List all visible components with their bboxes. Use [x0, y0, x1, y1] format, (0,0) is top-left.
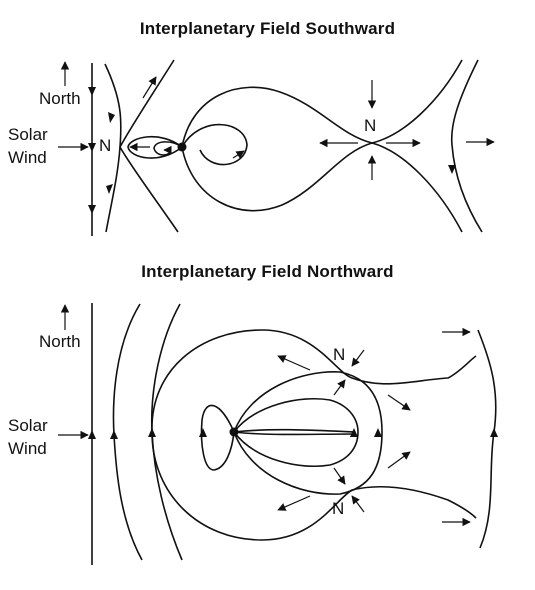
- outer-lower-2: [151, 431, 477, 541]
- neutral-point-upper-2: N: [333, 345, 345, 364]
- equator-upper-2: [233, 428, 355, 433]
- neutral-point-lower-2: N: [332, 499, 344, 518]
- southward-title: Interplanetary Field Southward: [139, 19, 396, 38]
- lobe-small-1: [181, 123, 248, 166]
- dayside-loop-2: [200, 404, 235, 471]
- earth-2: [229, 427, 239, 437]
- lobe-large-1: [181, 86, 376, 212]
- wind-label-2: Wind: [8, 439, 47, 458]
- draped-line-2: [112, 303, 143, 561]
- north-label-2: North: [39, 332, 81, 351]
- tail-far-2: [477, 329, 497, 549]
- tail-lower-1: [371, 142, 463, 233]
- outer-upper-2: [151, 329, 477, 433]
- tail-upper-1: [371, 59, 463, 144]
- northward-title: Interplanetary Field Northward: [141, 262, 394, 281]
- northward-panel: North Solar Wind N N: [8, 303, 498, 565]
- wind-label-1: Wind: [8, 148, 47, 167]
- southward-panel: North Solar Wind N N: [8, 59, 495, 236]
- open-line-left-2: [150, 303, 183, 561]
- mid-loop-2: [233, 371, 383, 495]
- tail-far-1: [450, 59, 483, 233]
- neutral-point-left-1: N: [99, 136, 111, 155]
- closed-loop-inner-1: [127, 135, 183, 159]
- field-line-open-right-1: [119, 59, 179, 233]
- inner-loop-2: [233, 397, 359, 468]
- solar-label-1: Solar: [8, 125, 48, 144]
- north-label-1: North: [39, 89, 81, 108]
- solar-label-2: Solar: [8, 416, 48, 435]
- neutral-point-right-1: N: [364, 116, 376, 135]
